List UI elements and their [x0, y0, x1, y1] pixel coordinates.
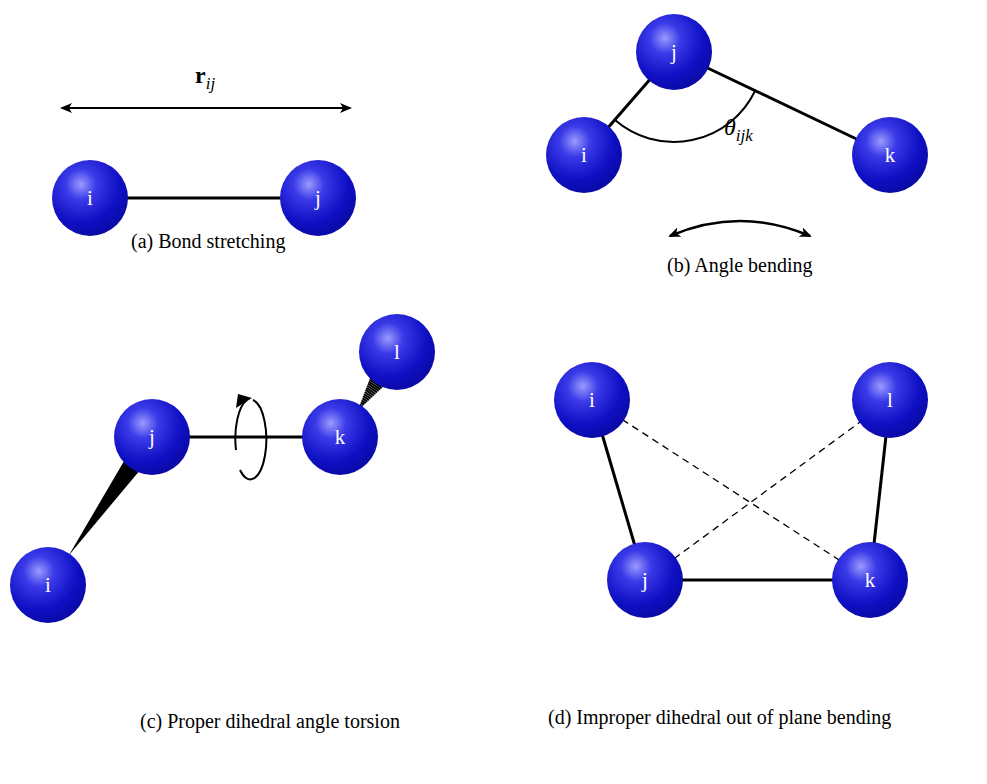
rotation-arrow	[235, 400, 266, 479]
bond-line	[126, 197, 282, 200]
atom-sphere: k	[302, 399, 378, 475]
atom-sphere: l	[359, 314, 435, 390]
atom-label: j	[642, 568, 648, 593]
rotation-arrowhead	[236, 394, 252, 408]
bend-arrow	[670, 221, 810, 236]
atom-label: j	[149, 425, 155, 450]
panel-caption: (a) Bond stretching	[131, 226, 285, 257]
atom-sphere: i	[10, 547, 86, 623]
panel-caption: (c) Proper dihedral angle torsion	[140, 706, 400, 737]
atom-sphere: i	[554, 362, 630, 438]
atom-label: i	[87, 186, 93, 211]
bond-line	[188, 436, 304, 439]
atom-label: k	[885, 143, 896, 168]
atom-label: i	[589, 388, 595, 413]
atom-label: j	[671, 40, 677, 65]
atom-label: i	[581, 143, 587, 168]
atom-sphere: i	[52, 160, 128, 236]
atom-label: l	[394, 340, 400, 365]
atom-label: j	[315, 186, 321, 211]
bond-line	[608, 79, 651, 128]
atom-sphere: k	[852, 117, 928, 193]
atom-sphere: i	[546, 117, 622, 193]
bond-line	[602, 435, 635, 546]
math-label: rij	[195, 62, 215, 94]
bond-line	[874, 436, 886, 544]
bond-line	[681, 579, 834, 582]
atom-label: l	[887, 388, 893, 413]
panel-caption: (b) Angle bending	[667, 250, 813, 281]
atom-sphere: k	[832, 542, 908, 618]
bond-line	[706, 67, 857, 139]
atom-sphere: l	[852, 362, 928, 438]
dashed-bond	[674, 421, 861, 558]
dashed-bond	[622, 420, 840, 561]
atom-sphere: j	[636, 14, 712, 90]
atom-sphere: j	[280, 160, 356, 236]
atom-label: k	[335, 425, 346, 450]
atom-sphere: j	[607, 542, 683, 618]
math-label: θijk	[724, 114, 753, 146]
atom-label: k	[865, 568, 876, 593]
atom-sphere: j	[114, 399, 190, 475]
atom-label: i	[45, 573, 51, 598]
wedge-bond	[69, 461, 139, 555]
angle-arc	[615, 91, 755, 142]
distance-arrow	[62, 107, 350, 109]
panel-caption: (d) Improper dihedral out of plane bendi…	[548, 702, 910, 733]
